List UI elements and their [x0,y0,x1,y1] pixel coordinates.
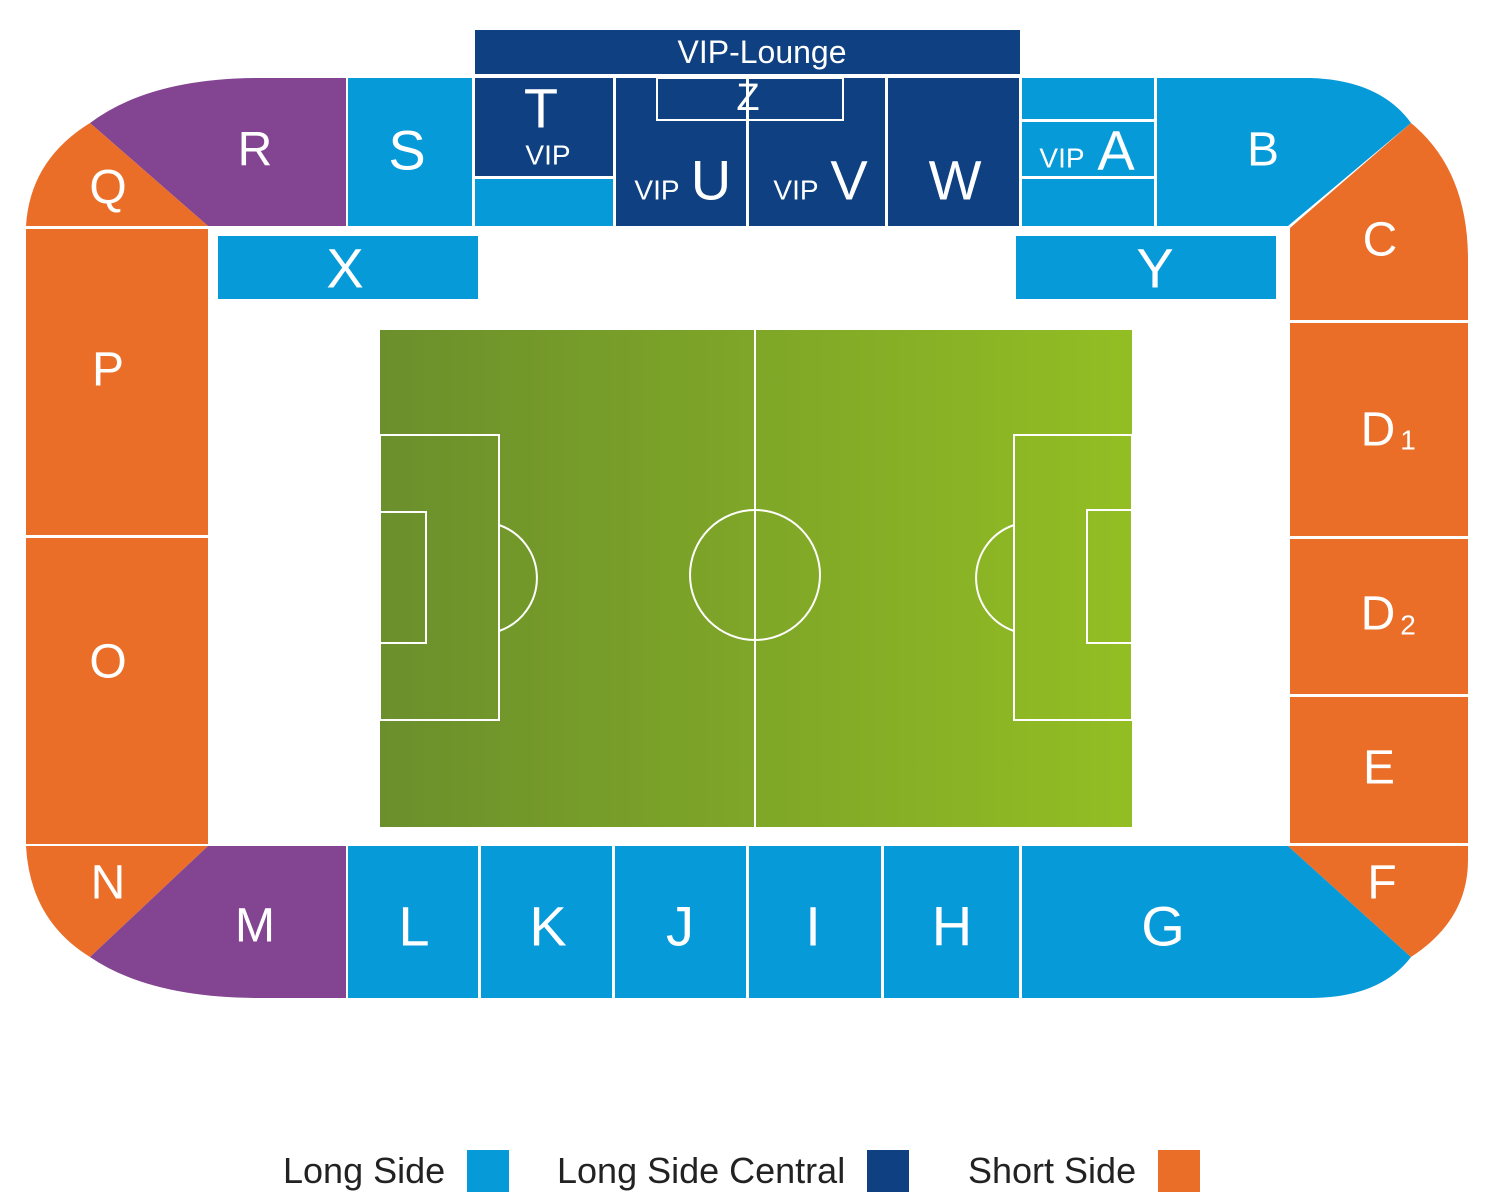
section-g-label: G [1141,895,1185,958]
section-l-label: L [398,895,429,958]
section-z-label: Z [736,77,759,119]
section-e[interactable]: E [1290,697,1468,843]
section-vip-lounge[interactable]: VIP-Lounge [475,30,1020,74]
section-w[interactable]: W [888,78,1019,226]
section-e-label: E [1363,742,1395,795]
section-x[interactable]: X [218,236,478,300]
section-r-label: R [238,124,273,177]
section-p[interactable]: P [26,229,208,535]
football-pitch [379,330,1133,827]
section-f[interactable]: F [1288,846,1468,957]
section-k[interactable]: K [481,846,612,998]
section-w-label: W [929,149,982,212]
legend-long-side-central-label: Long Side Central [557,1150,846,1191]
section-t-vip-label: VIP [525,140,570,171]
section-j[interactable]: J [615,846,746,998]
section-vip-lounge-label: VIP-Lounge [677,34,846,70]
section-a-vip-label: VIP [1039,143,1084,174]
legend-long-side: Long Side [283,1150,510,1192]
section-v-vip-label: VIP [773,175,818,206]
section-h-label: H [932,895,972,958]
section-u-label: U [691,149,731,212]
section-i[interactable]: I [749,846,881,998]
section-m[interactable]: M [90,846,346,998]
section-s[interactable]: S [348,78,472,226]
legend-short-side-label: Short Side [968,1150,1137,1191]
section-d1-label: D [1361,404,1396,457]
legend-long-side-central: Long Side Central [557,1150,910,1192]
section-j-label: J [666,895,694,958]
section-f-label: F [1367,857,1396,910]
section-y[interactable]: Y [1016,236,1276,300]
section-u[interactable]: VIP U [616,78,746,226]
section-k-label: K [529,895,566,958]
section-b-label: B [1247,124,1279,177]
legend-short-side-swatch [1158,1150,1201,1192]
section-p-label: P [92,344,124,397]
section-a[interactable]: VIP A [1022,78,1154,226]
section-t-label: T [524,77,558,140]
section-d1[interactable]: D 1 [1290,323,1468,536]
section-o[interactable]: O [26,538,208,844]
legend: Long Side Long Side Central Short Side [0,1140,1500,1200]
legend-long-side-label: Long Side [283,1150,446,1191]
section-b[interactable]: B [1157,78,1411,226]
section-r[interactable]: R [90,78,346,226]
section-z[interactable]: Z [656,77,844,121]
section-q[interactable]: Q [26,123,208,226]
section-y-label: Y [1136,237,1173,300]
section-d2[interactable]: D 2 [1290,539,1468,694]
section-h[interactable]: H [884,846,1019,998]
section-d1-subscript: 1 [1400,425,1416,456]
section-c-label: C [1363,214,1398,267]
section-v-label: V [830,149,868,212]
section-n-label: N [91,857,126,910]
section-m-label: M [235,900,275,953]
section-x-label: X [326,237,363,300]
section-n[interactable]: N [26,846,208,957]
legend-long-side-central-swatch [867,1150,910,1192]
section-d2-label: D [1361,588,1396,641]
section-l[interactable]: L [348,846,478,998]
section-q-label: Q [89,162,126,215]
section-i-label: I [805,895,821,958]
section-v[interactable]: VIP V [749,78,885,226]
section-a-label: A [1097,119,1135,182]
section-g[interactable]: G [1022,846,1411,998]
section-c[interactable]: C [1290,123,1468,320]
section-s-label: S [388,119,425,182]
legend-short-side: Short Side [968,1150,1201,1192]
section-o-label: O [89,636,126,689]
legend-long-side-swatch [467,1150,510,1192]
section-t[interactable]: T VIP [475,77,613,227]
section-u-vip-label: VIP [634,175,679,206]
section-d2-subscript: 2 [1400,610,1416,641]
